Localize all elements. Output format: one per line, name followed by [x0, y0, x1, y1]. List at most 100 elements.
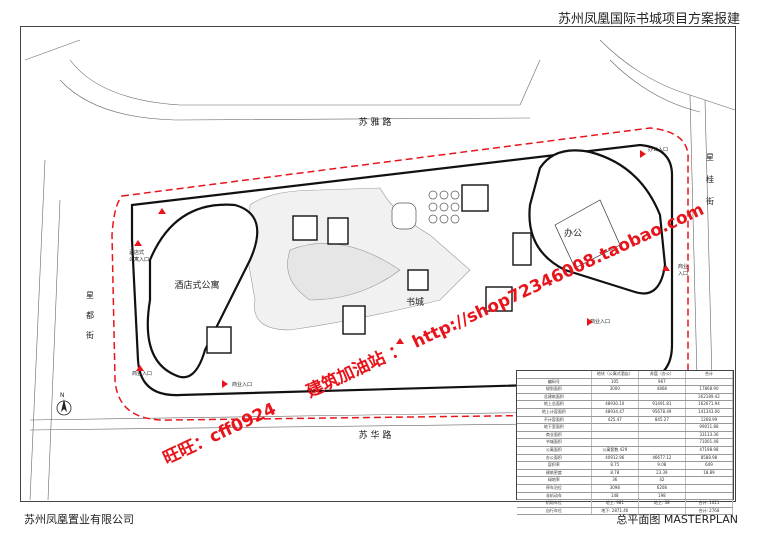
- north-label: N: [60, 392, 65, 399]
- table-cell: 地上计容面积: [517, 408, 592, 416]
- table-cell: 地上总面积: [517, 401, 592, 408]
- table-cell: 不计容面积: [517, 416, 592, 424]
- site-boundary: [111, 127, 689, 421]
- table-cell: 容积率: [517, 462, 592, 469]
- table-row: 商业面积 33133.36: [517, 431, 734, 440]
- table-cell: [592, 431, 639, 439]
- table-row: 总建筑面积 262189.42: [517, 393, 734, 402]
- table-cell: 建筑密度: [517, 469, 592, 477]
- table-cell: 9.08: [639, 462, 686, 469]
- road-label-north: 苏 雅 路: [359, 116, 392, 128]
- table-cell: [639, 431, 686, 439]
- table-cell: 总建筑面积: [517, 393, 592, 401]
- table-cell: 33133.36: [686, 431, 734, 439]
- watermark-wangwang: 旺旺：cff0924: [160, 399, 279, 469]
- table-cell: 99011.88: [686, 424, 734, 431]
- table-cell: [639, 439, 686, 446]
- table-cell: 36: [592, 477, 639, 484]
- table-cell: 地下: 2871.46: [592, 507, 639, 515]
- hotel-entry-label-2: 公寓入口: [129, 256, 149, 263]
- table-cell: 148: [592, 492, 639, 500]
- table-cell: 8588.98: [686, 454, 734, 462]
- table-cell: 地上: 981: [592, 500, 639, 507]
- table-cell: 141343.06: [686, 408, 734, 416]
- road-label-east-3: 街: [706, 196, 714, 206]
- table-cell: 198: [639, 492, 686, 500]
- drawing-frame: [20, 26, 736, 502]
- road-label-east-1: 星: [706, 153, 714, 162]
- table-cell: 4868: [639, 386, 686, 393]
- table-cell: 非机动车: [517, 492, 592, 500]
- table-cell: [639, 393, 686, 401]
- table-cell: 3098: [592, 484, 639, 492]
- table-cell: 合计: [686, 371, 734, 378]
- table-cell: 40912.96: [592, 454, 639, 462]
- tree-grid: [391, 190, 460, 230]
- table-cell: 商业面积: [517, 431, 592, 439]
- table-cell: 编码号: [517, 378, 592, 386]
- table-cell: 845.27: [639, 416, 686, 424]
- table-cell: 47198.98: [686, 446, 734, 454]
- table-cell: 合计: 1021: [686, 500, 734, 507]
- north-arrow-icon: N: [56, 392, 72, 416]
- project-title: 苏州凤凰国际书城项目方案报建: [557, 12, 740, 27]
- table-cell: 停车泊位: [517, 484, 592, 492]
- table-cell: [686, 492, 734, 500]
- table-cell: 公寓面积: [517, 446, 592, 454]
- table-cell: [639, 424, 686, 431]
- office-tower: [528, 149, 667, 295]
- road-label-west-2: 都: [86, 311, 94, 320]
- table-cell: 3000: [592, 386, 639, 393]
- table-cell: 425.47: [592, 416, 639, 424]
- table-cell: [592, 439, 639, 446]
- table-cell: 262189.42: [686, 393, 734, 401]
- hotel-entry-label-1: 酒店式: [129, 249, 144, 256]
- table-cell: 91491.81: [639, 401, 686, 408]
- shop-entry-label-1: 商业入口: [232, 381, 252, 388]
- table-cell: 合计: 2768: [686, 507, 734, 515]
- table-cell: [686, 378, 734, 386]
- table-cell: 绿地率: [517, 477, 592, 484]
- table-cell: 地上: 38: [639, 500, 686, 507]
- table-cell: 规划面积: [517, 386, 592, 393]
- table-cell: 48930.10: [592, 401, 639, 408]
- table-cell: 42: [639, 477, 686, 484]
- pavilions: [206, 184, 532, 354]
- table-cell: 71001.48: [686, 439, 734, 446]
- table-cell: 18.89: [686, 469, 734, 477]
- hotel-label: 酒店式公寓: [174, 279, 219, 291]
- road-label-west: 星 都 街: [86, 291, 94, 340]
- table-row: 地块（公寓式酒店）苏盘（办公）合计: [517, 371, 734, 379]
- table-cell: 95678.49: [639, 408, 686, 416]
- table-cell: 机动车位: [517, 500, 592, 507]
- east-shop-entry-label-1: 商业: [678, 263, 688, 270]
- table-cell: [686, 484, 734, 492]
- table-row: 自行车位地下: 2871.46 合计: 2768: [517, 507, 734, 516]
- table-cell: 967: [639, 378, 686, 386]
- table-cell: 17868.90: [686, 386, 734, 393]
- table-cell: 48934.47: [592, 408, 639, 416]
- table-cell: 46677.12: [639, 454, 686, 462]
- table-cell: [592, 393, 639, 401]
- table-cell: 自行车位: [517, 507, 592, 515]
- table-cell: 8.75: [592, 462, 639, 469]
- table-cell: [639, 446, 686, 454]
- table-cell: 162671.94: [686, 401, 734, 408]
- watermark-station: 建筑加油站 ：: [303, 338, 410, 403]
- road-label-east-2: 桂: [706, 174, 714, 184]
- office-entry-label: 办公入口: [648, 146, 668, 153]
- bookstore-label: 书城: [406, 297, 424, 308]
- table-cell: [639, 507, 686, 515]
- table-cell: [517, 371, 592, 378]
